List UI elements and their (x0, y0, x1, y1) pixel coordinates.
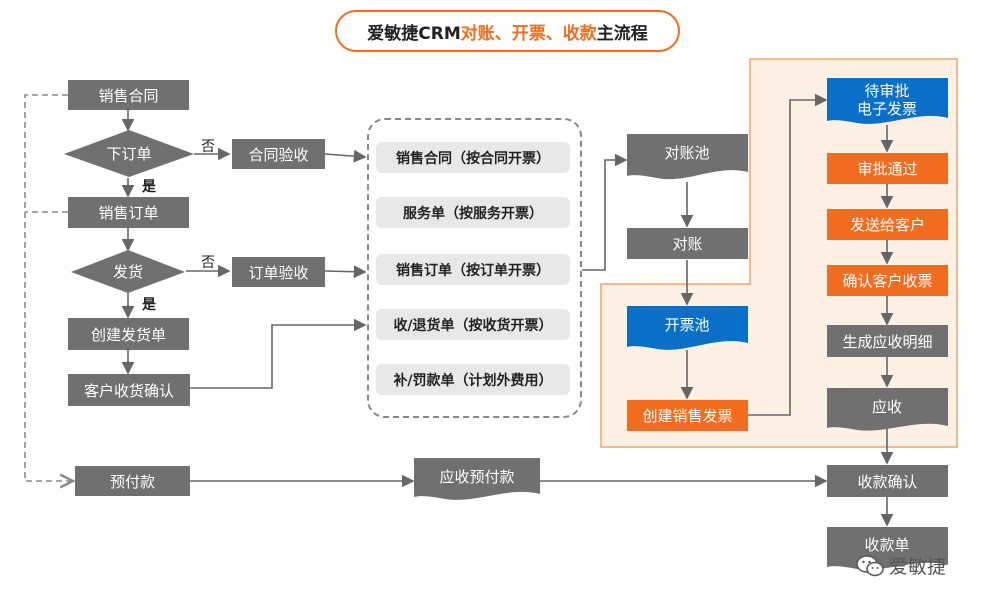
reconcile-node[interactable]: 对账 (627, 228, 748, 259)
payment-confirm-node[interactable]: 收款确认 (827, 465, 948, 497)
customer-receipt-node[interactable]: 客户收货确认 (68, 374, 190, 406)
sales-order-node[interactable]: 销售订单 (68, 197, 189, 228)
watermark-text: 爱敏捷 (889, 556, 947, 578)
pending-line2: 电子发票 (857, 100, 917, 118)
title-suffix: 主流程 (596, 23, 648, 44)
prepaid-receivable-node[interactable]: 应收预付款 (414, 458, 540, 504)
source-service-order[interactable]: 服务单（按服务开票） (376, 197, 570, 228)
order-acceptance-node[interactable]: 订单验收 (232, 257, 325, 287)
create-delivery-node[interactable]: 创建发货单 (68, 318, 189, 350)
place-order-decision[interactable]: 下订单 (63, 130, 195, 178)
source-penalty-order[interactable]: 补/罚款单（计划外费用） (376, 364, 570, 395)
receipt-doc-label: 收款单 (864, 536, 909, 554)
source-sales-contract[interactable]: 销售合同（按合同开票） (376, 142, 570, 173)
no-label-1: 否 (201, 139, 215, 155)
confirm-receipt-node[interactable]: 确认客户收票 (827, 265, 948, 296)
yes-label-1: 是 (142, 179, 156, 195)
watermark: 爱敏捷 (855, 552, 946, 579)
wechat-icon (856, 554, 884, 576)
gen-detail-node[interactable]: 生成应收明细 (827, 325, 948, 357)
send-customer-node[interactable]: 发送给客户 (827, 209, 948, 240)
invoice-pool-label: 开票池 (664, 316, 709, 334)
pending-approval-node[interactable]: 待审批 电子发票 (827, 78, 948, 128)
create-invoice-node[interactable]: 创建销售发票 (627, 400, 748, 431)
prepayment-node[interactable]: 预付款 (75, 466, 190, 496)
ship-decision[interactable]: 发货 (70, 250, 186, 294)
place-order-label: 下订单 (106, 145, 151, 163)
recon-pool-node[interactable]: 对账池 (627, 134, 748, 184)
receipt-doc-node[interactable]: 收款单 (827, 527, 948, 573)
title-prefix: 爱敏捷CRM (367, 23, 461, 44)
approved-node[interactable]: 审批通过 (827, 153, 948, 184)
pending-line1: 待审批 (864, 82, 909, 100)
invoice-pool-node[interactable]: 开票池 (627, 306, 748, 354)
source-return-order[interactable]: 收/退货单（按收货开票） (376, 309, 570, 340)
recon-pool-label: 对账池 (664, 144, 709, 162)
yes-label-2: 是 (142, 297, 156, 313)
prepaid-receivable-label: 应收预付款 (439, 468, 514, 486)
receivable-node[interactable]: 应收 (827, 388, 948, 434)
ship-label: 发货 (113, 263, 143, 281)
source-sales-order[interactable]: 销售订单（按订单开票） (376, 254, 570, 285)
receivable-label: 应收 (872, 398, 902, 416)
title-highlight: 对账、开票、收款 (460, 23, 597, 44)
invoice-source-group (367, 118, 582, 418)
sales-contract-node[interactable]: 销售合同 (68, 80, 189, 110)
no-label-2: 否 (201, 255, 215, 271)
contract-acceptance-node[interactable]: 合同验收 (232, 139, 325, 169)
